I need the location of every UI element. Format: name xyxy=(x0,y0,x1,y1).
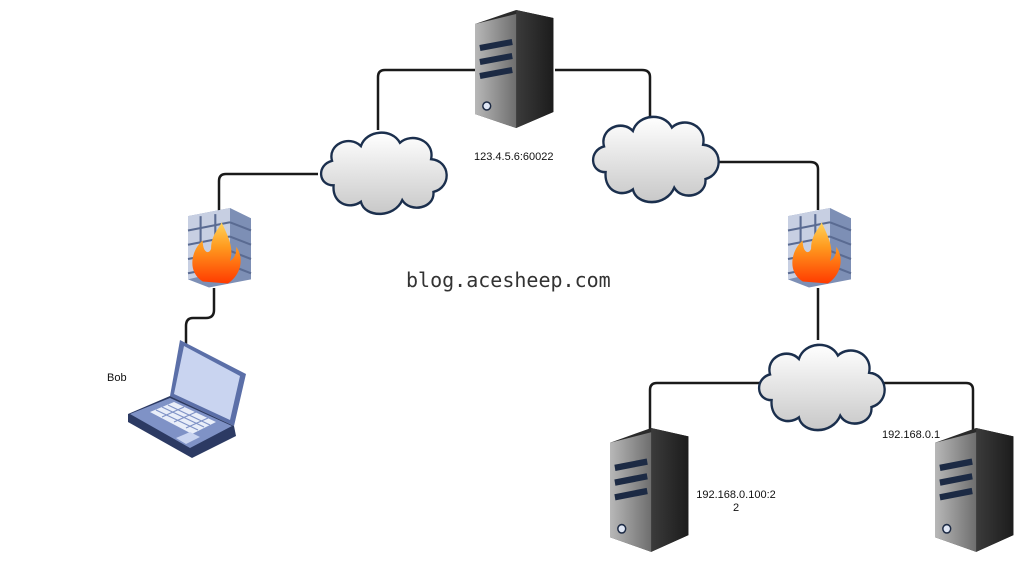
label-server-right: 192.168.0.1 xyxy=(882,429,941,441)
server-left-icon xyxy=(610,428,688,552)
lan-cloud xyxy=(757,343,886,432)
firewall-left-icon xyxy=(186,206,253,289)
server-right-icon xyxy=(935,428,1013,552)
line-server-to-right-cloud xyxy=(555,68,652,118)
watermark-text: blog.acesheep.com xyxy=(406,268,611,292)
connection-lines xyxy=(184,68,975,430)
line-lan-cloud-to-left-server xyxy=(648,381,760,430)
line-left-cloud-to-firewall xyxy=(217,172,318,212)
line-right-cloud-to-firewall xyxy=(710,160,820,210)
line-lan-cloud-to-right-server xyxy=(876,381,975,430)
internet-cloud-right xyxy=(591,115,720,204)
firewall-right-icon xyxy=(786,206,853,289)
line-left-firewall-to-laptop xyxy=(184,288,216,345)
internet-cloud-left xyxy=(319,131,448,216)
label-server-left-line1: 192.168.0.100:2 xyxy=(696,489,776,501)
line-server-to-left-cloud xyxy=(376,68,478,130)
label-server-left: 192.168.0.100:2 2 xyxy=(692,489,780,515)
label-server-left-line2: 2 xyxy=(732,502,740,514)
label-public-server: 123.4.5.6:60022 xyxy=(474,151,554,163)
laptop-icon xyxy=(128,340,246,458)
public-server-icon xyxy=(475,10,553,128)
label-bob: Bob xyxy=(107,372,127,384)
